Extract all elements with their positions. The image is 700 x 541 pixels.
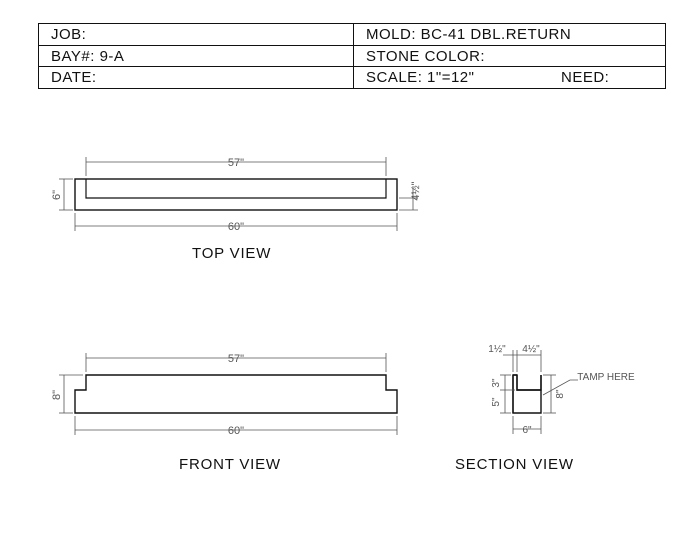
tamp-note-text: TAMP HERE (577, 372, 635, 383)
tamp-note: TAMP HERE (577, 372, 635, 383)
bay-field: BAY#: 9-A (51, 48, 125, 65)
top-dim-inner-length: 57" (228, 157, 244, 169)
section-view-label: SECTION VIEW (455, 456, 574, 473)
section-dim-width: 6" (522, 425, 532, 436)
section-dim-height: 8" (555, 389, 566, 399)
top-dim-width: 6" (51, 190, 63, 200)
stone-color-field: STONE COLOR: (366, 48, 486, 65)
need-field: NEED: (561, 69, 610, 86)
top-view-label: TOP VIEW (192, 245, 272, 262)
front-dim-overall-length: 60" (228, 425, 244, 437)
title-row-3: DATE: SCALE: 1"=12" NEED: (39, 66, 665, 89)
front-dim-inner-length: 57" (228, 353, 244, 365)
section-dim-step: 3" (491, 378, 502, 388)
title-row-2: BAY#: 9-A STONE COLOR: (39, 45, 665, 68)
top-dim-overall-length: 60" (228, 221, 244, 233)
title-block: JOB: MOLD: BC-41 DBL.RETURN BAY#: 9-A ST… (38, 23, 666, 89)
front-view-shape (74, 374, 398, 414)
section-dim-top-right: 4½" (522, 344, 540, 355)
front-view-dimensions (59, 353, 398, 435)
front-dim-height: 8" (51, 390, 63, 400)
top-view-shape (74, 178, 398, 211)
section-view-dimensions (500, 350, 578, 434)
mold-field: MOLD: BC-41 DBL.RETURN (366, 26, 572, 43)
section-dim-lower: 5" (491, 397, 502, 407)
scale-field: SCALE: 1"=12" (366, 69, 475, 86)
title-row-1: JOB: MOLD: BC-41 DBL.RETURN (39, 24, 665, 46)
top-view-dimensions (59, 157, 418, 231)
front-view-label: FRONT VIEW (179, 456, 281, 473)
date-field: DATE: (51, 69, 97, 86)
section-dim-top-left: 1½" (488, 344, 506, 355)
title-block-divider (353, 24, 355, 88)
section-view-shape (512, 374, 542, 414)
top-dim-depth: 4½" (410, 181, 422, 200)
job-field: JOB: (51, 26, 87, 43)
